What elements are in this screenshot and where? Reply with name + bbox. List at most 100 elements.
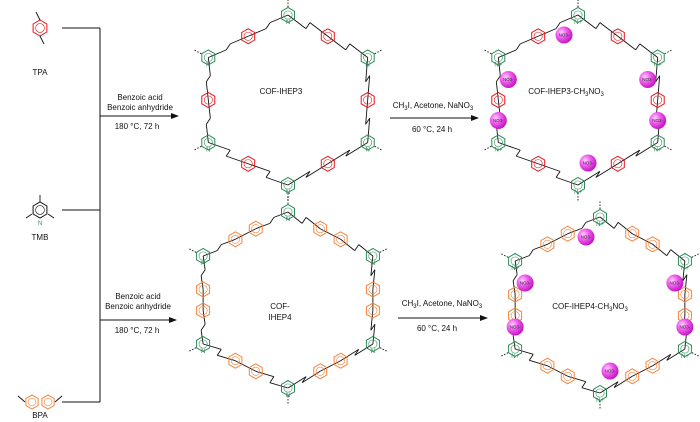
nitrate-ion-label: NO3- <box>679 325 690 330</box>
vinylene-bond <box>555 176 579 186</box>
nitrogen-atom-label: N <box>366 63 370 69</box>
benzene-ring <box>201 91 216 109</box>
nitrate-ion-label: NO3- <box>642 77 653 82</box>
vinylene-bond <box>365 75 371 82</box>
vinylene-bond <box>247 28 267 37</box>
vinylene-bond <box>301 370 321 384</box>
bpa-ring-inner <box>43 397 53 407</box>
vinylene-bond <box>581 381 587 388</box>
vinylene-bond <box>225 43 231 51</box>
vinylene-bond <box>684 274 688 295</box>
aldehyde-bond <box>35 11 41 21</box>
extension-bond <box>483 145 492 151</box>
reagent-bracket <box>62 27 101 403</box>
pyridine-ring <box>281 6 295 24</box>
vinylene-bond <box>670 249 686 262</box>
vinylene-bond <box>599 381 619 394</box>
pyridine-ring-inner <box>510 344 520 354</box>
pyridine-ring-inner <box>573 10 583 20</box>
vinylene-bond <box>255 222 271 230</box>
pyridine-ring-inner <box>595 388 605 398</box>
nitrate-ion-ball <box>649 112 667 129</box>
extension-bond <box>374 145 383 151</box>
tmb-ring-inner <box>35 205 45 215</box>
pyridine-ring-inner <box>510 256 520 266</box>
nitrogen-atom-label: N+ <box>511 354 519 360</box>
molecules-layer: NNNNNNNN+NO3-N+NO3-N+NO3-N+NO3-N+NO3-N+N… <box>17 0 700 410</box>
nitrate-ion-label: NO3- <box>581 235 592 240</box>
benzene-ring-inner <box>627 229 637 239</box>
pyridine-ring <box>365 247 380 265</box>
pyridine-ring <box>281 203 295 221</box>
benzene-ring <box>228 352 243 369</box>
benzene-ring-inner <box>323 31 333 41</box>
nitrate-ion-label: NO3- <box>510 325 521 330</box>
benzene-ring <box>560 225 575 242</box>
nitrogen-atom-label: N+ <box>574 20 582 26</box>
benzene-ring-inner <box>613 159 623 169</box>
pyridine-ring-inner <box>493 53 503 62</box>
benzene-ring-inner <box>203 95 213 105</box>
extension-bond <box>379 347 388 352</box>
tpa-ring <box>32 19 48 37</box>
bond <box>547 365 568 377</box>
nitrate-ion-label: NO3- <box>583 161 594 166</box>
vinylene-bond <box>354 349 360 356</box>
nitrate-ion-ball <box>516 274 534 292</box>
vinylene-bond <box>202 250 218 257</box>
nitrate-ion-ball <box>666 274 684 292</box>
nitrate-ion-ball <box>601 362 619 380</box>
vinylene-bond <box>581 387 601 394</box>
vinylene-bond <box>581 222 587 229</box>
pyridine-ring-inner <box>198 339 208 349</box>
pyridine-ring <box>650 49 665 66</box>
extension-bond <box>500 253 509 258</box>
pyridine-ring <box>365 335 380 353</box>
extension-bond <box>379 248 388 253</box>
vinylene-bond <box>273 211 289 218</box>
nitrogen-atom-label: N <box>371 261 375 267</box>
benzene-ring <box>333 231 348 248</box>
nitrogen-atom-label: N <box>206 148 210 154</box>
vinylene-bond <box>370 310 374 331</box>
vinylene-bond <box>205 118 211 125</box>
nitrogen-atom-label: N+ <box>681 266 689 272</box>
vinylene-bond <box>599 22 619 37</box>
benzene-ring <box>248 363 263 380</box>
vinylene-bond <box>287 376 307 389</box>
vinylene-bond <box>372 269 376 290</box>
pyridine-ring <box>677 340 692 358</box>
benzene-ring-inner <box>315 366 325 376</box>
benzene-ring-inner <box>542 239 552 249</box>
nitrogen-atom-label: N+ <box>654 148 662 154</box>
bpa-ring <box>41 394 55 410</box>
pyridine-ring <box>201 134 216 151</box>
vinylene-bond <box>226 155 249 165</box>
pyridine-ring-inner <box>203 138 213 147</box>
benzene-ring-inner <box>323 159 333 169</box>
extension-bond <box>193 145 202 151</box>
benzene-ring <box>531 28 546 45</box>
vinylene-bond <box>354 244 360 251</box>
vinylene-bond <box>345 43 351 51</box>
benzene-ring <box>196 302 211 319</box>
benzene-ring-inner <box>243 31 253 41</box>
vinylene-bond <box>301 217 307 224</box>
benzene-ring-inner <box>510 290 520 299</box>
vinylene-bond <box>217 354 236 362</box>
nitrogen-atom-label: N+ <box>596 222 604 228</box>
bond <box>25 213 33 219</box>
vinylene-bond <box>345 149 351 157</box>
nitrogen-atom-label: N+ <box>494 63 502 69</box>
pyridine-ring <box>677 252 692 270</box>
benzene-ring <box>196 281 211 298</box>
condition-text: 180 °C, 72 h <box>115 326 160 335</box>
vinylene-bond <box>305 217 321 230</box>
bond <box>235 360 256 372</box>
vinylene-bond <box>537 28 557 37</box>
vinylene-bond <box>370 324 376 331</box>
vinylene-bond <box>516 155 539 165</box>
pyridine-ring-inner <box>368 251 378 261</box>
product-label-cof-ihep4: COF- <box>270 302 290 311</box>
pyridine-ring-inner <box>595 212 605 222</box>
